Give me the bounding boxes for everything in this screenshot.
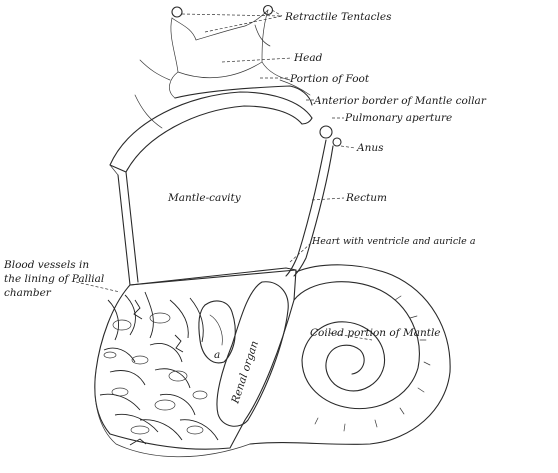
head-drawing bbox=[135, 6, 290, 129]
rectum-drawing bbox=[286, 126, 341, 276]
body-outline bbox=[95, 370, 250, 457]
label-heart: Heart with ventricle and auricle a bbox=[311, 236, 476, 247]
coiled-shell-drawing bbox=[250, 265, 450, 445]
label-blood-vessels-line3: chamber bbox=[4, 287, 52, 299]
label-blood-vessels-line2: the lining of Pallial bbox=[4, 273, 104, 285]
label-retractile-tentacles: Retractile Tentacles bbox=[284, 11, 392, 23]
label-pulmonary-aperture: Pulmonary aperture bbox=[344, 112, 452, 124]
label-mantle-cavity: Mantle-cavity bbox=[167, 192, 242, 204]
label-auricle-marker: a bbox=[214, 349, 220, 361]
mantle-collar-drawing bbox=[110, 92, 312, 172]
mantle-cavity-walls bbox=[110, 165, 138, 285]
label-head: Head bbox=[293, 52, 323, 64]
label-renal-organ: Renal organ bbox=[229, 339, 261, 406]
label-coiled-portion: Coiled portion of Mantle bbox=[310, 327, 441, 339]
label-anterior-border: Anterior border of Mantle collar bbox=[313, 95, 487, 107]
label-rectum: Rectum bbox=[345, 192, 387, 204]
label-portion-of-foot: Portion of Foot bbox=[289, 73, 370, 85]
label-anus: Anus bbox=[356, 142, 384, 154]
label-blood-vessels-line1: Blood vessels in bbox=[3, 259, 89, 271]
pallial-chamber-drawing bbox=[95, 270, 296, 449]
